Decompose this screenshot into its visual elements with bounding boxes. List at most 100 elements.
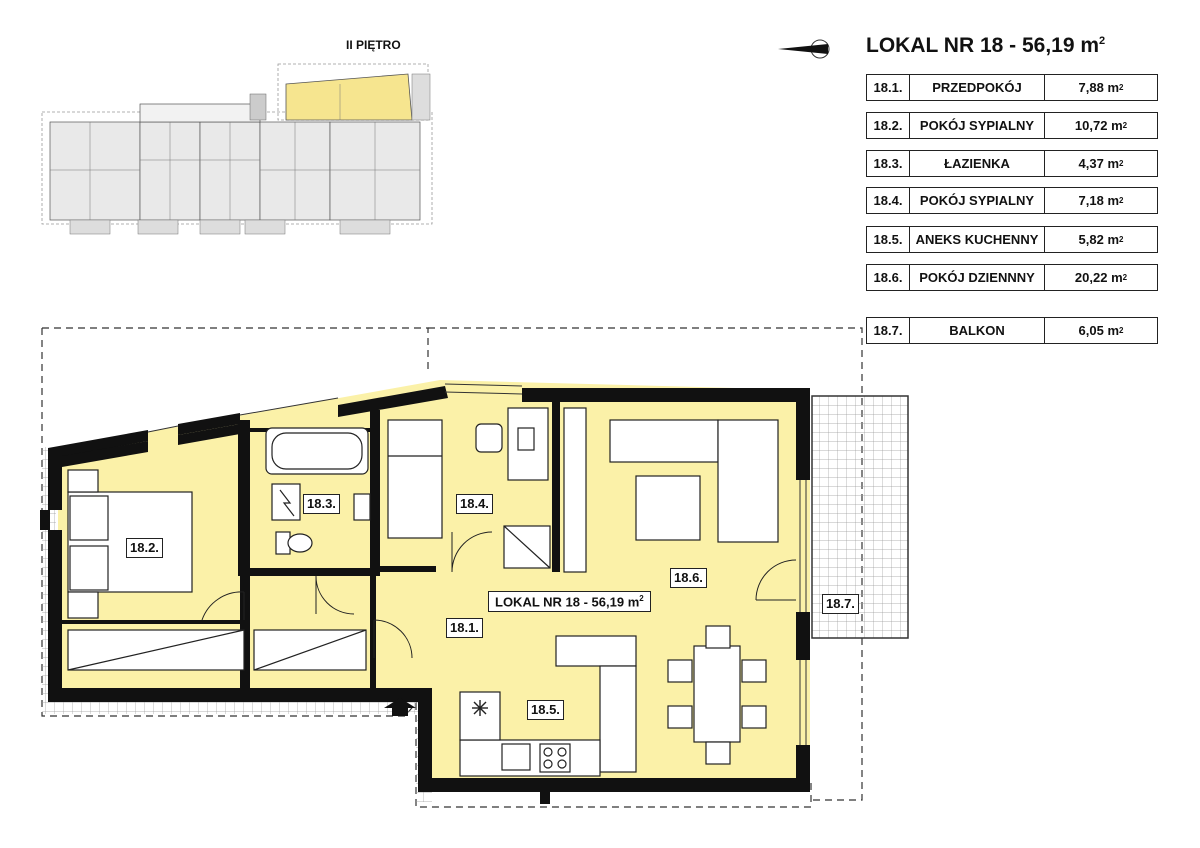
room-id: 18.4. — [867, 188, 910, 213]
dining-chair — [741, 659, 767, 683]
burner — [557, 759, 567, 769]
exterior-walls — [40, 386, 810, 804]
wardrobe-diagonal — [253, 629, 367, 671]
wall-segment — [370, 410, 380, 576]
key-plan-balcony — [137, 219, 179, 235]
bathtub-inner — [271, 432, 363, 470]
burner — [543, 759, 553, 769]
unit-title: LOKAL NR 18 - 56,19 m2 — [866, 34, 1106, 57]
windows — [147, 383, 807, 745]
desk-lamp — [517, 427, 535, 451]
wall-segment — [62, 620, 244, 624]
tv-cabinet — [563, 407, 587, 573]
snowflake-icon — [472, 700, 488, 716]
room-id: 18.7. — [867, 318, 910, 343]
single-bed — [387, 419, 443, 539]
burner — [557, 747, 567, 757]
north-arrow-icon — [778, 39, 830, 59]
kitchen-counter — [599, 665, 637, 773]
room-name: PRZEDPOKÓJ — [910, 75, 1045, 100]
entrance-arrow-icon — [384, 698, 416, 716]
radiator — [271, 483, 301, 521]
electric-icon — [279, 489, 295, 517]
coffee-table — [635, 475, 701, 541]
wall-segment — [238, 568, 378, 576]
double-bed — [67, 469, 193, 619]
dining-table — [693, 645, 741, 743]
room-label-18-2: 18.2. — [126, 538, 163, 558]
wall-segment — [376, 566, 436, 572]
living-room-furniture — [563, 407, 779, 765]
door-swing — [755, 559, 797, 601]
key-plan-balcony — [199, 219, 241, 235]
nightstand — [67, 469, 99, 493]
room-id: 18.6. — [867, 265, 910, 290]
dining-chair — [667, 705, 693, 729]
dining-chair — [705, 625, 731, 649]
room-name: POKÓJ SYPIALNY — [910, 113, 1045, 138]
door-swing — [451, 531, 493, 573]
key-plan-balcony — [244, 219, 286, 235]
wall-segment — [540, 790, 550, 804]
wardrobes — [67, 525, 551, 671]
room-label-18-6: 18.6. — [670, 568, 707, 588]
room-label-18-1: 18.1. — [446, 618, 483, 638]
room-id: 18.3. — [867, 151, 910, 176]
room-id: 18.5. — [867, 227, 910, 252]
bedroom-2-furniture — [387, 407, 549, 539]
dining-chair — [667, 659, 693, 683]
wall-segment — [240, 570, 250, 690]
dining-chair — [741, 705, 767, 729]
unit-header: LOKAL NR 18 - 56,19 m2 — [776, 34, 1196, 64]
bed-pillow — [69, 545, 109, 591]
bathroom-fixtures — [265, 427, 371, 555]
bed-pillow — [69, 495, 109, 541]
desk-chair — [475, 423, 503, 453]
door-swing — [201, 591, 245, 621]
key-plan — [41, 63, 433, 235]
room-name: POKÓJ DZIENNNY — [910, 265, 1045, 290]
room-label-18-3: 18.3. — [303, 494, 340, 514]
sofa-corner — [717, 419, 779, 543]
room-name: BALKON — [910, 318, 1045, 343]
dining-chair — [705, 741, 731, 765]
door-swing — [373, 619, 413, 659]
floor-title: II PIĘTRO — [346, 38, 401, 52]
room-label-18-5: 18.5. — [527, 700, 564, 720]
key-plan-unit — [49, 121, 141, 221]
unit-area-label: LOKAL NR 18 - 56,19 m2 — [488, 591, 651, 613]
door-swing — [315, 575, 355, 615]
burner — [543, 747, 553, 757]
room-label-18-7: 18.7. — [822, 594, 859, 614]
washbasin — [353, 493, 371, 521]
wardrobe-diagonal — [503, 525, 551, 569]
room-id: 18.1. — [867, 75, 910, 100]
wall-segment — [238, 420, 250, 570]
kitchen-island — [555, 635, 637, 667]
cooktop — [539, 743, 571, 773]
room-id: 18.2. — [867, 113, 910, 138]
wall-segment — [552, 402, 560, 572]
room-name: ŁAZIENKA — [910, 151, 1045, 176]
key-plan-balcony — [411, 73, 431, 121]
nightstand — [67, 591, 99, 619]
key-plan-stairs — [249, 93, 267, 121]
room-label-18-4: 18.4. — [456, 494, 493, 514]
wall-segment — [40, 510, 50, 530]
key-plan-balcony — [69, 219, 111, 235]
room-name: POKÓJ SYPIALNY — [910, 188, 1045, 213]
